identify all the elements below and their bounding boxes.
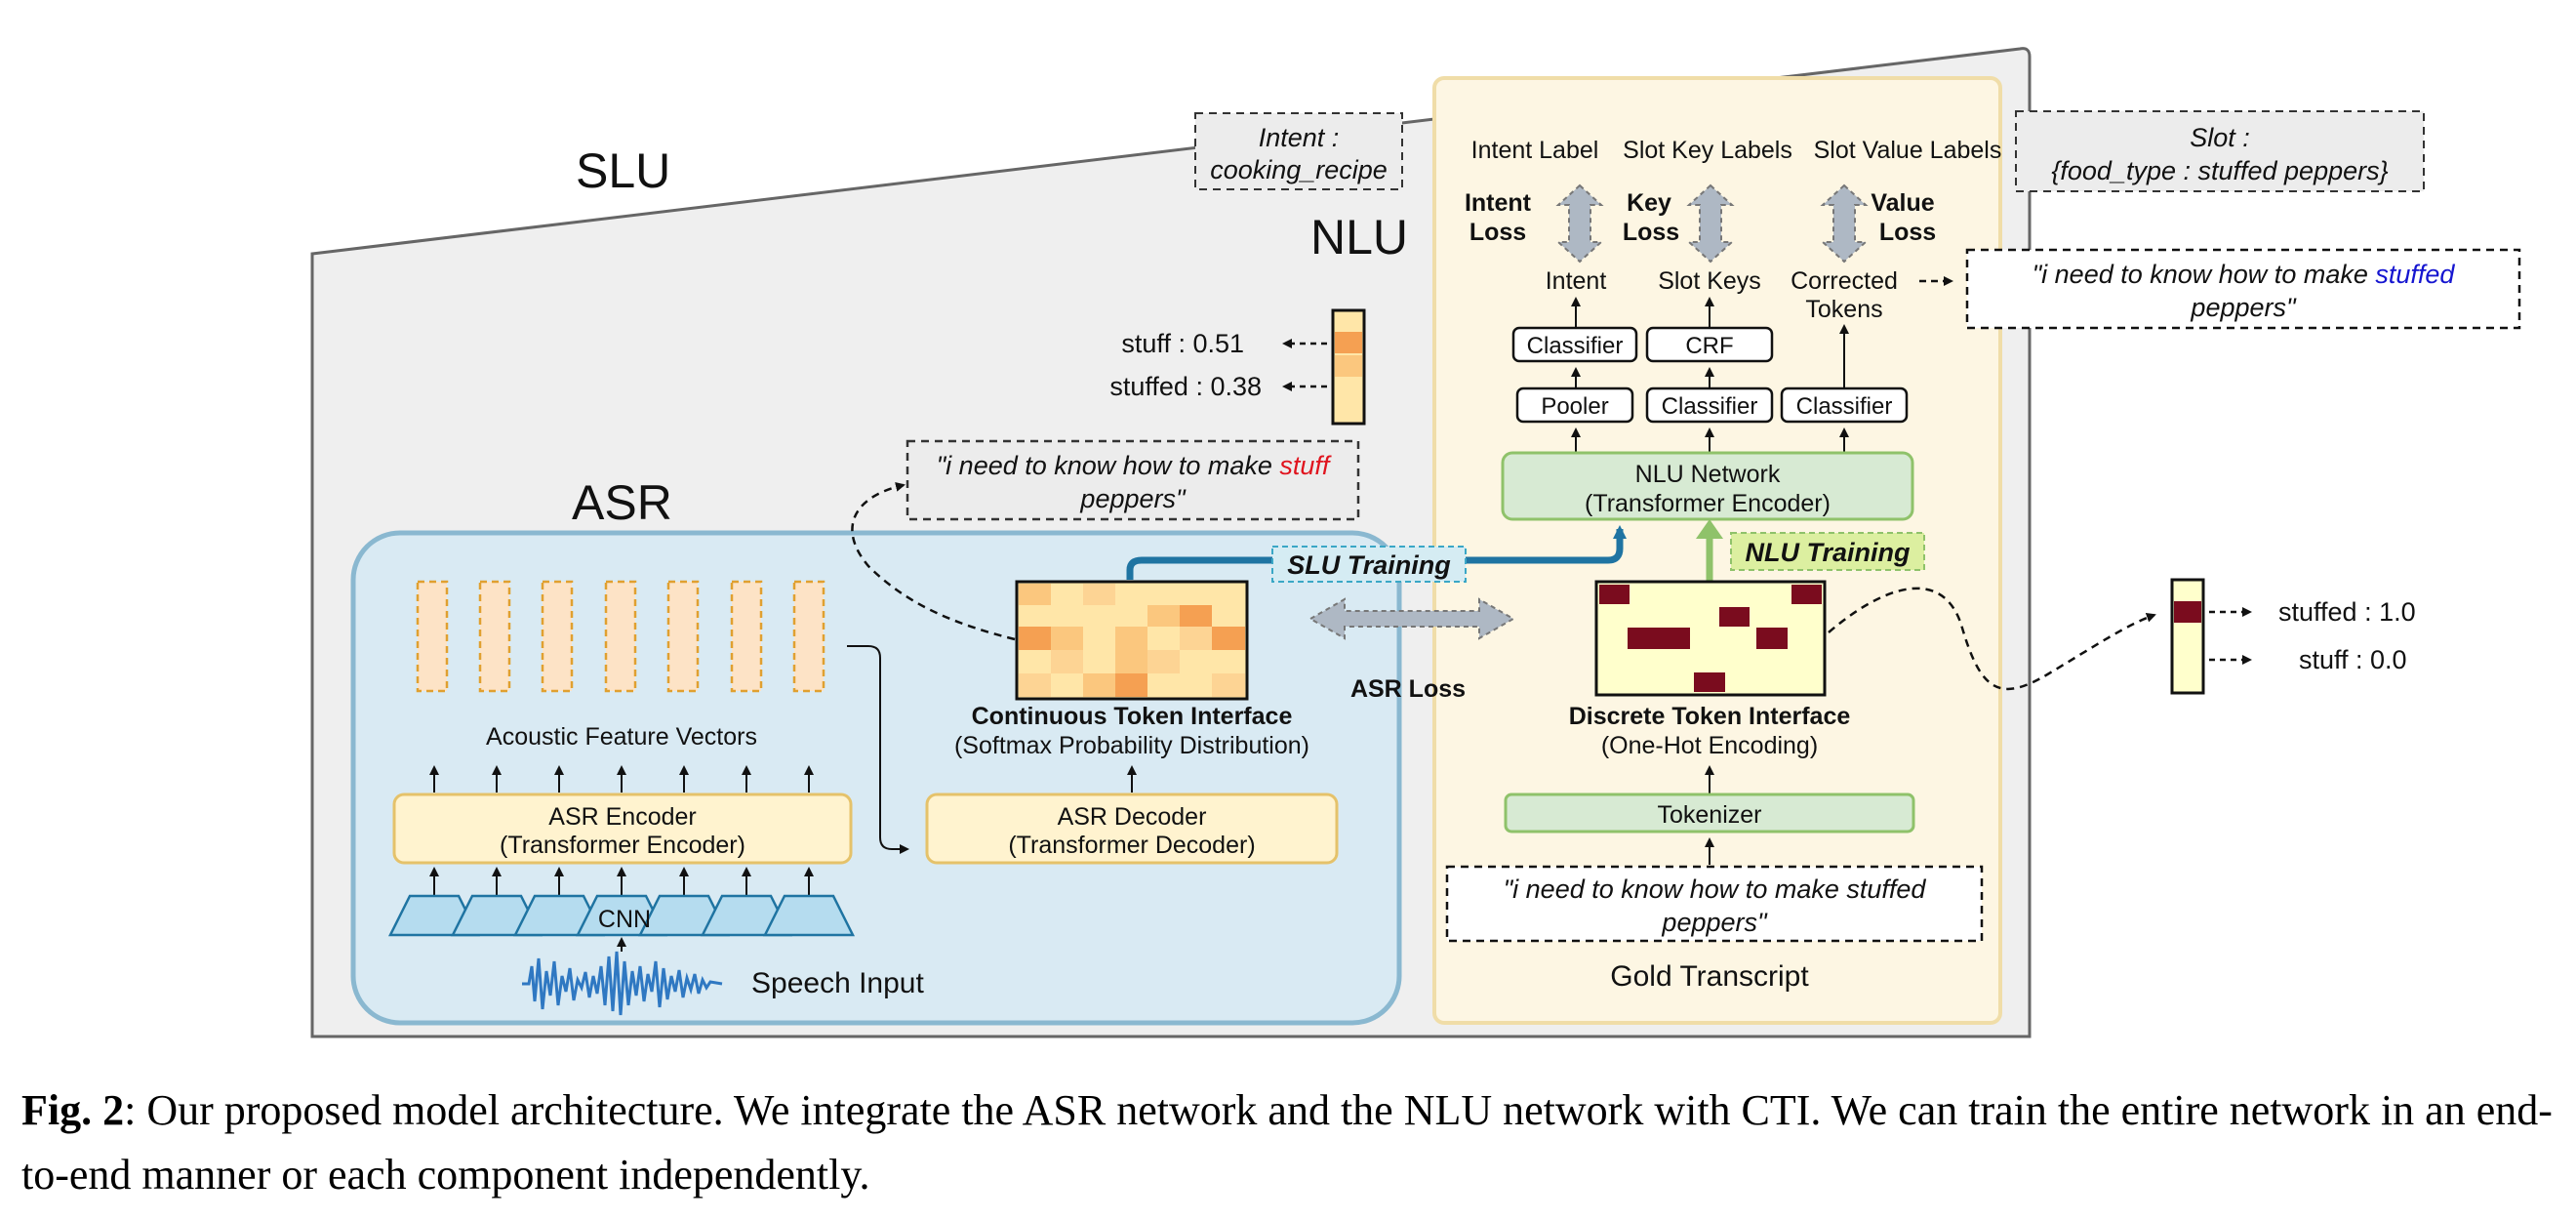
acoustic-vectors-label: Acoustic Feature Vectors xyxy=(486,723,757,751)
gold-sentence-line2: peppers" xyxy=(1661,908,1768,937)
token-classifier-block xyxy=(1780,386,1909,424)
asr-hypothesis-line1: "i need to know how to make stuff xyxy=(937,451,1332,480)
slot-keys-output: Slot Keys xyxy=(1658,267,1761,295)
value-loss-arrow xyxy=(1820,183,1869,264)
gold-transcript-box xyxy=(1445,865,1984,943)
corrected-sentence-line1: "i need to know how to make stuffed xyxy=(2033,260,2456,289)
nlu-network-line1: NLU Network xyxy=(1635,461,1781,488)
nlu-training-label: NLU Training xyxy=(1745,538,1911,567)
asr-encoder-line2: (Transformer Encoder) xyxy=(500,832,745,859)
figure-caption: Fig. 2: Our proposed model architecture.… xyxy=(21,1078,2558,1207)
key-loss-arrow xyxy=(1686,183,1735,264)
intent-box-line1: Intent : xyxy=(1259,123,1340,152)
slu-training-label: SLU Training xyxy=(1287,550,1451,580)
asr-encoder-block xyxy=(392,793,853,865)
slot-box-line1: Slot : xyxy=(2190,123,2250,152)
speech-input-label: Speech Input xyxy=(751,967,924,999)
prob-left-stuffed: stuffed : 0.38 xyxy=(1109,372,1262,401)
prob-right-stuffed: stuffed : 1.0 xyxy=(2278,597,2416,627)
asr-loss-arrow xyxy=(1308,597,1516,640)
corrected-tokens-line2: Tokens xyxy=(1805,296,1882,323)
key-loss-label-1: Key xyxy=(1627,189,1671,217)
caption-label: Fig. 2 xyxy=(21,1086,125,1134)
nlu-title: NLU xyxy=(1310,210,1408,264)
corrected-sentence-box xyxy=(1965,248,2521,330)
asr-title: ASR xyxy=(572,475,672,530)
intent-box-line2: cooking_recipe xyxy=(1210,155,1388,184)
dti-subtitle: (One-Hot Encoding) xyxy=(1601,732,1818,759)
asr-decoder-line1: ASR Decoder xyxy=(1058,803,1207,831)
intent-classifier-block xyxy=(1511,326,1638,363)
slot-key-classifier-label: Classifier xyxy=(1662,393,1758,420)
cti-to-hypothesis-arrow xyxy=(851,481,1016,641)
encoder-to-decoder-arrow xyxy=(847,645,909,854)
crf-block xyxy=(1645,326,1774,363)
pooler-label: Pooler xyxy=(1541,393,1608,420)
dti-to-onehot-arrow xyxy=(1828,587,2156,690)
cti-subtitle: (Softmax Probability Distribution) xyxy=(954,732,1309,759)
architecture-diagram: SLU NLU ASR Intent : cooking_recipe Slot… xyxy=(310,47,2521,1038)
prob-left-stuff: stuff : 0.51 xyxy=(1121,329,1244,358)
asr-decoder-block xyxy=(925,793,1339,865)
dti-onehot-bar xyxy=(2170,578,2205,695)
token-classifier-label: Classifier xyxy=(1796,393,1893,420)
prob-right-stuff: stuff : 0.0 xyxy=(2299,645,2407,674)
intent-classifier-label: Classifier xyxy=(1527,333,1624,359)
cti-prob-cell-stuffed xyxy=(1335,355,1362,377)
cnn-label: CNN xyxy=(598,906,651,933)
crf-label: CRF xyxy=(1685,333,1733,359)
intent-label: Intent Label xyxy=(1471,137,1599,164)
cti-heatmap xyxy=(1015,580,1249,701)
slot-output-box xyxy=(2015,110,2425,192)
dti-onehot-cell-stuffed xyxy=(2174,601,2201,623)
nlu-network-line2: (Transformer Encoder) xyxy=(1585,490,1831,517)
slot-key-labels: Slot Key Labels xyxy=(1623,137,1792,164)
intent-output: Intent xyxy=(1546,267,1607,295)
gold-transcript-label: Gold Transcript xyxy=(1610,960,1809,993)
cti-prob-cell-stuff xyxy=(1335,332,1362,353)
asr-hypothesis-line2: peppers" xyxy=(1079,484,1187,513)
tokenizer-block xyxy=(1504,793,1915,834)
dti-heatmap xyxy=(1594,580,1827,697)
intent-loss-arrow xyxy=(1555,183,1604,264)
cnn-blocks xyxy=(387,894,856,937)
nlu-network-block xyxy=(1501,451,1914,521)
pooler-block xyxy=(1515,386,1634,424)
slu-training-tag xyxy=(1271,546,1467,583)
dti-title: Discrete Token Interface xyxy=(1569,703,1851,730)
intent-output-box xyxy=(1194,112,1403,190)
value-loss-label-1: Value xyxy=(1871,189,1934,217)
gold-sentence-line1: "i need to know how to make stuffed xyxy=(1504,874,1927,904)
slot-key-classifier-block xyxy=(1645,386,1774,424)
intent-loss-label-2: Loss xyxy=(1469,219,1526,246)
caption-text: : Our proposed model architecture. We in… xyxy=(21,1086,2553,1199)
slot-box-line2: {food_type : stuffed peppers} xyxy=(2051,156,2388,185)
asr-decoder-line2: (Transformer Decoder) xyxy=(1008,832,1255,859)
value-loss-label-2: Loss xyxy=(1879,219,1936,246)
corrected-sentence-line2: peppers" xyxy=(2190,293,2297,322)
key-loss-label-2: Loss xyxy=(1623,219,1679,246)
intent-loss-label-1: Intent xyxy=(1465,189,1532,217)
cti-title: Continuous Token Interface xyxy=(972,703,1293,730)
slu-title: SLU xyxy=(576,143,670,198)
tokenizer-label: Tokenizer xyxy=(1658,801,1762,829)
slot-value-labels: Slot Value Labels xyxy=(1814,137,2002,164)
corrected-tokens-line1: Corrected xyxy=(1791,267,1898,295)
acoustic-feature-vectors xyxy=(416,580,825,693)
speech-waveform xyxy=(522,951,723,1016)
asr-loss-label: ASR Loss xyxy=(1350,675,1466,703)
asr-encoder-line1: ASR Encoder xyxy=(548,803,696,831)
nlu-training-tag xyxy=(1730,532,1925,571)
asr-hypothesis-box xyxy=(906,439,1360,521)
